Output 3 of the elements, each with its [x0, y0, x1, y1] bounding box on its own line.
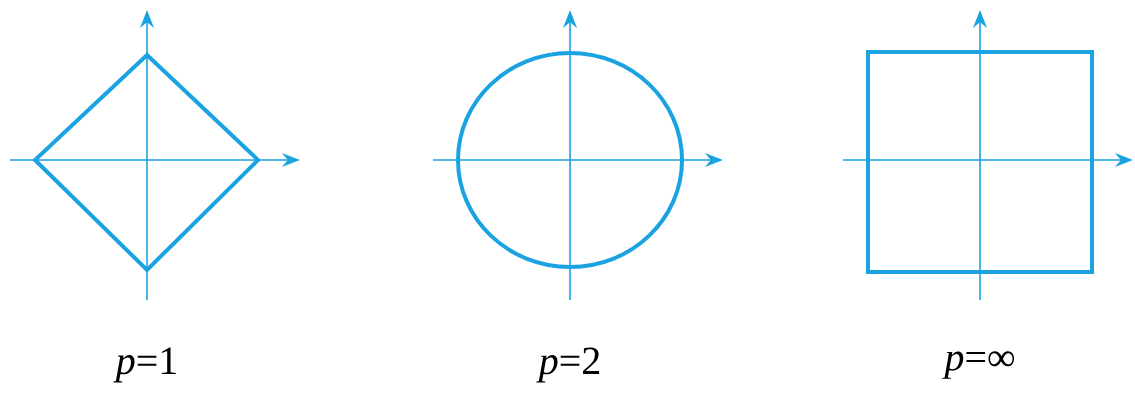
plot-label: p=2 [536, 347, 600, 383]
plot-label: p=1 [113, 347, 176, 383]
plot-label: p=∞ [942, 351, 1014, 379]
